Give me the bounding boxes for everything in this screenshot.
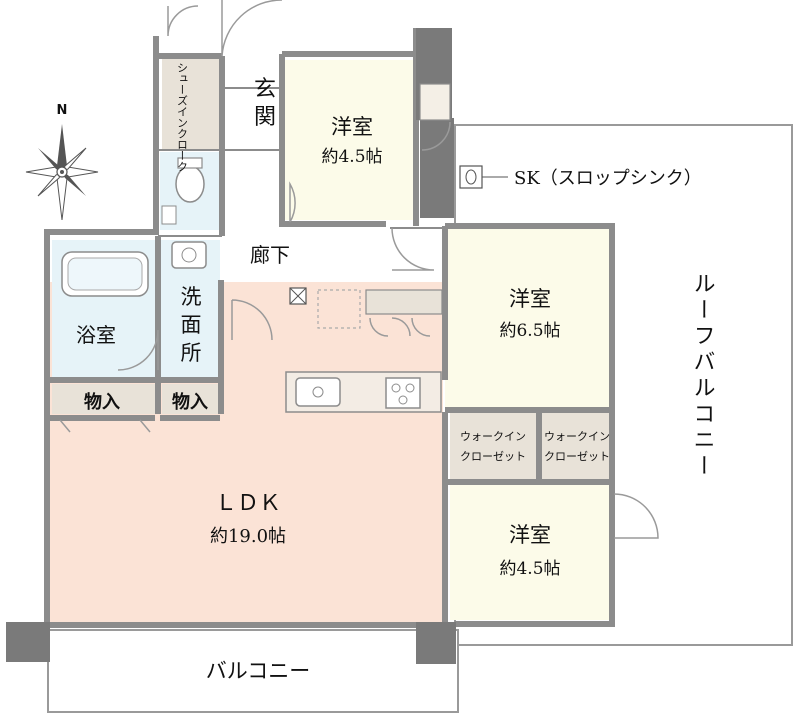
western-room-se-size: 約4.5帖 (499, 559, 560, 579)
slop-sink-label: SK（スロップシンク） (514, 168, 702, 189)
balcony-area (47, 629, 459, 713)
western-room-mid-floor (445, 228, 613, 408)
storage-2-label: 物入 (172, 391, 208, 413)
ldk-name: ＬＤＫ (215, 491, 281, 516)
bath-label: 浴室 (76, 323, 116, 347)
vent-icon (289, 287, 307, 305)
ldk-size: 約19.0帖 (210, 526, 286, 547)
genkan-label-1: 玄 (254, 77, 276, 102)
western-room-ne-size: 約4.5帖 (321, 147, 382, 167)
doors (59, 0, 659, 539)
kitchen-sink-icon (295, 377, 341, 407)
western-room-se-floor (450, 484, 612, 620)
hand-sink-icon (161, 205, 177, 225)
shoes-closet-floor (162, 58, 220, 150)
western-room-ne-floor (285, 60, 418, 220)
fridge-space-icon (317, 289, 361, 329)
wic-2-line1: ウォークイン (544, 430, 610, 443)
wash-basin-icon (171, 241, 207, 269)
shoe-rack-icon (419, 83, 451, 121)
compass-rose-icon (25, 124, 99, 221)
wic-2-floor (541, 413, 613, 479)
bathtub-icon (61, 251, 149, 297)
washroom-label-3: 所 (181, 341, 202, 365)
slop-sink-icon (459, 165, 508, 189)
wic-2-line2: クローゼット (544, 450, 610, 463)
thin-walls (158, 87, 445, 237)
western-room-mid-size: 約6.5帖 (499, 321, 560, 341)
washroom-label-2: 面 (181, 313, 202, 337)
shoes-closet-label: シューズインクローク (176, 62, 189, 172)
pillars (6, 28, 456, 664)
washroom-label-1: 洗 (181, 285, 202, 309)
upper-cabinet (365, 289, 443, 315)
western-room-se-name: 洋室 (509, 523, 551, 547)
genkan-label-2: 関 (254, 105, 276, 130)
toilet-icon (175, 157, 205, 203)
corridor-label: 廊下 (250, 243, 290, 267)
western-room-mid-name: 洋室 (509, 287, 551, 311)
storage-1-floor (52, 384, 156, 414)
wic-1-line2: クローゼット (460, 450, 526, 463)
storage-2-floor (162, 384, 218, 414)
roof-balcony-label: ルーフバルコニー (690, 272, 715, 480)
wic-1-floor (450, 413, 537, 479)
compass-north-label: N (57, 103, 68, 118)
balcony-label: バルコニー (206, 659, 311, 683)
stove-icon (385, 377, 421, 409)
storage-1-label: 物入 (84, 391, 120, 413)
wic-1-line1: ウォークイン (460, 430, 526, 443)
western-room-ne-name: 洋室 (331, 115, 373, 139)
